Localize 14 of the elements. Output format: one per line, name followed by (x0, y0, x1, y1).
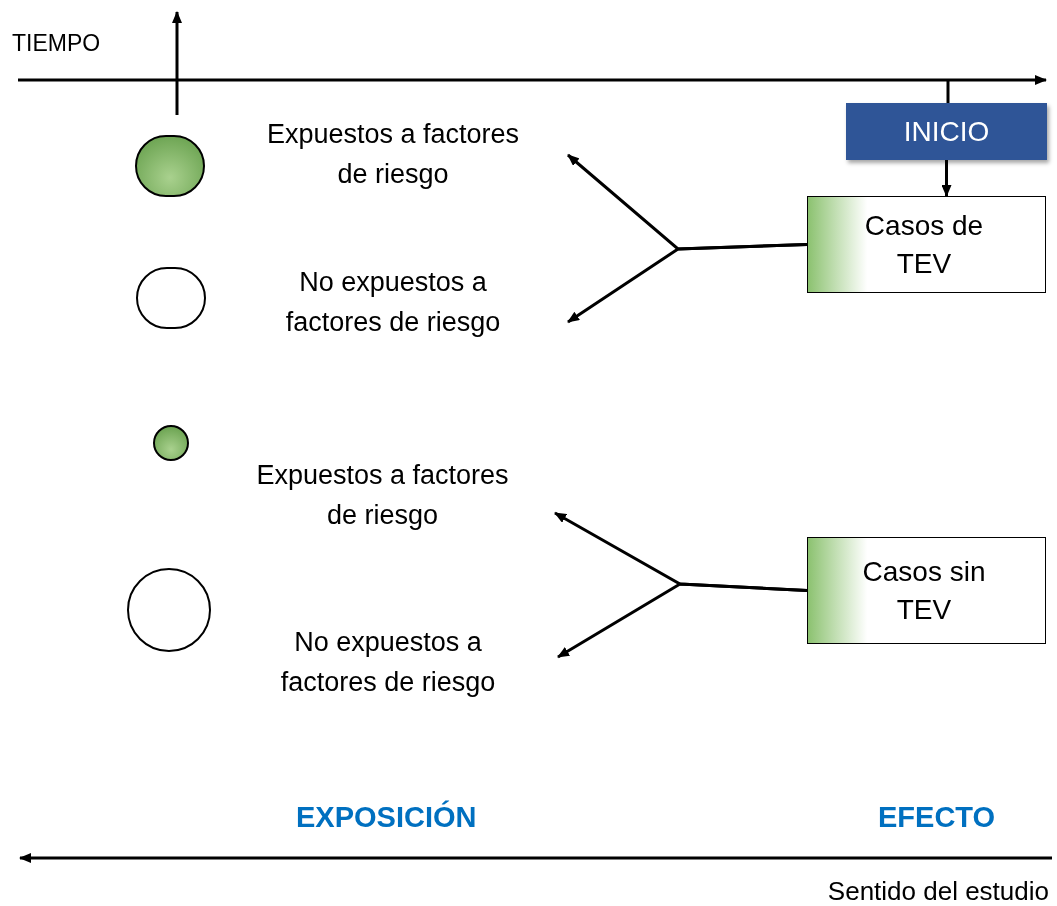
arrow (567, 243, 808, 324)
arrow (557, 582, 808, 659)
phase-label: EFECTO (878, 800, 996, 835)
axis-label: Sentido del estudio (827, 875, 1049, 906)
start-box: INICIO (846, 103, 1047, 160)
group-label: Expuestos a factores de riesgo (218, 112, 568, 196)
phase-label: EXPOSICIÓN (296, 799, 477, 835)
group-label: No expuestos a factores de riesgo (218, 260, 568, 344)
group-label: No expuestos a factores de riesgo (218, 620, 558, 704)
group-label: Expuestos a factores de riesgo (210, 453, 555, 537)
case-box: Casos sin TEV (807, 537, 1046, 644)
arrow (941, 160, 952, 197)
axis-label: TIEMPO (12, 29, 101, 58)
case-box: Casos de TEV (807, 196, 1046, 293)
